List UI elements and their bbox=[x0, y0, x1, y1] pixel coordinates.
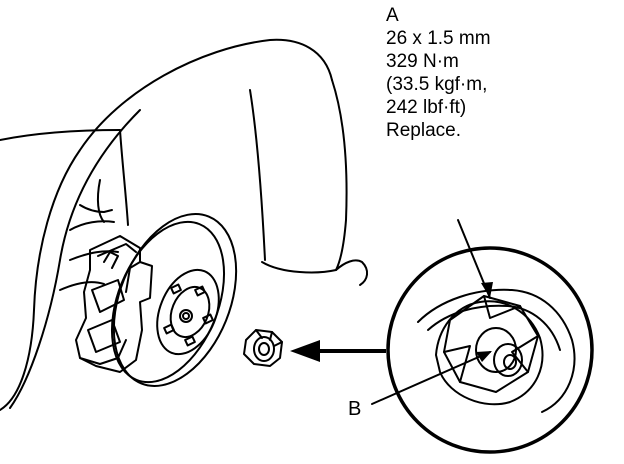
leader-line-b bbox=[372, 352, 490, 404]
torque-kgfm-spec: (33.5 kgf·m, bbox=[386, 74, 488, 95]
brake-caliper bbox=[76, 236, 152, 372]
torque-lbfft-spec: 242 lbf·ft) bbox=[386, 97, 467, 118]
spindle-nut bbox=[244, 330, 282, 366]
callout-a: A 26 x 1.5 mm 329 N·m (33.5 kgf·m, 242 l… bbox=[386, 4, 491, 142]
inset-spindle bbox=[494, 344, 522, 376]
knuckle-arm bbox=[60, 205, 118, 290]
callout-b-label: B bbox=[348, 398, 362, 420]
direction-arrow-icon bbox=[290, 340, 386, 362]
nut-size-spec: 26 x 1.5 mm bbox=[386, 28, 491, 49]
leader-arrow-a-icon bbox=[481, 282, 493, 298]
callout-a-letter: A bbox=[386, 5, 399, 26]
torque-nm-spec: 329 N·m bbox=[386, 51, 459, 72]
vehicle-body-outline bbox=[0, 40, 367, 410]
leader-arrow-b-icon bbox=[476, 351, 492, 362]
inset-nut bbox=[444, 296, 538, 392]
replace-note: Replace. bbox=[386, 120, 461, 141]
brake-rotor bbox=[90, 196, 260, 404]
detail-inset bbox=[388, 248, 592, 452]
wheel-studs bbox=[164, 285, 213, 346]
